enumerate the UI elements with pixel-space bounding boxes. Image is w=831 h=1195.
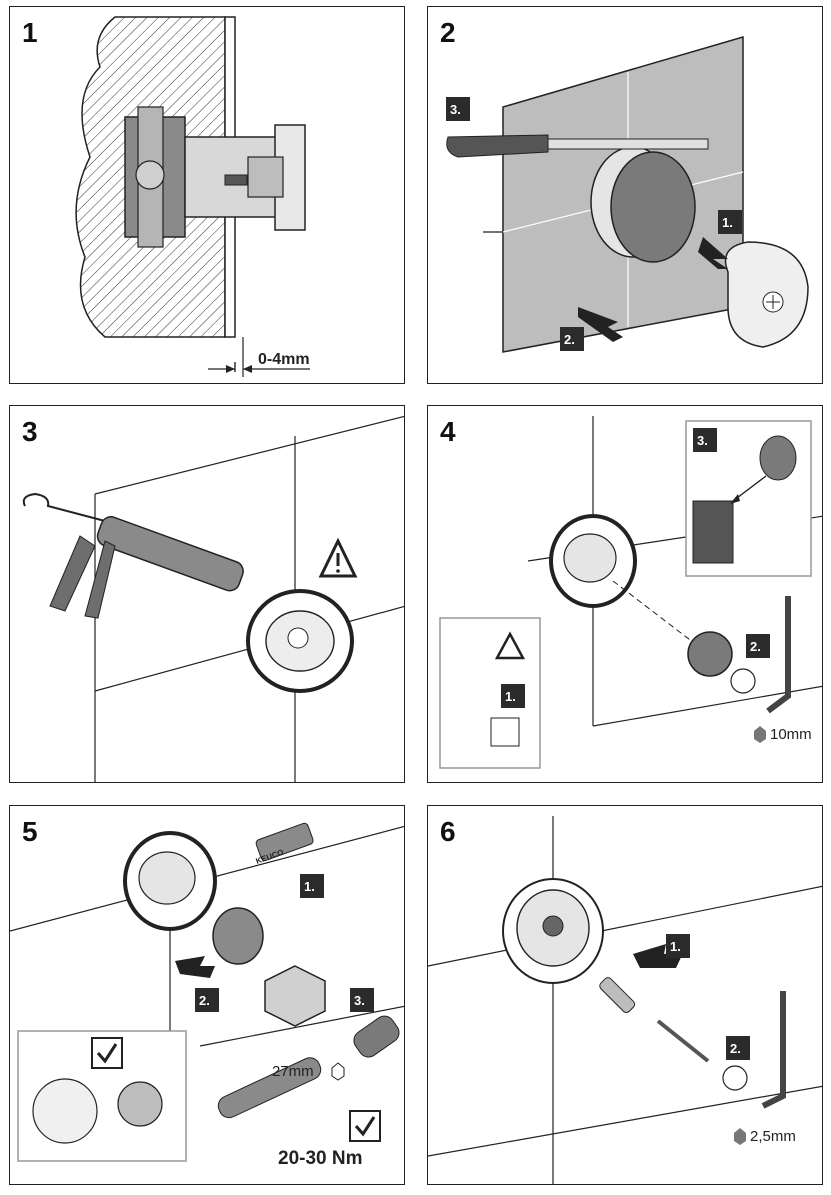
gap-label: 0-4mm [258, 351, 310, 368]
torque-wrench [217, 1057, 322, 1119]
hex-key [761, 991, 786, 1109]
hex-icon [734, 1128, 746, 1145]
hex-key [766, 596, 791, 714]
panel-4: 4 2. 1. 3. 10mm [427, 405, 823, 783]
step-label: 3. [354, 993, 365, 1008]
step-label: 2. [750, 639, 761, 654]
hex-size-label: 2,5mm [750, 1128, 796, 1145]
hex-icon [331, 1062, 345, 1081]
check-icon [91, 1037, 123, 1069]
installation-diagram: 2. 1. 3. 10mm [439, 416, 822, 769]
panel-number: 2 [440, 17, 456, 48]
trash-bin-icon [692, 500, 734, 564]
step-label: 1. [505, 689, 516, 704]
installation-diagram: 0-4mm [75, 16, 310, 377]
plug [687, 631, 733, 677]
installation-diagram: KEUCO 1. 2. 3. 27mm 20-30 Nm [10, 822, 404, 1169]
torque-label: 20-30 Nm [278, 1148, 363, 1169]
panel-number: 3 [22, 416, 38, 447]
cartridge [212, 907, 264, 965]
hex-size-label: 10mm [770, 726, 812, 743]
panel-6: 6 1. 2. 2,5mm [427, 805, 823, 1185]
panel-5: 5 KEUCO 1. 2. 3. 27mm 20-30 Nm [9, 805, 405, 1185]
installation-diagram: 1. 2. 3. [446, 36, 809, 353]
step-label: 1. [304, 879, 315, 894]
grub-screw [656, 1019, 710, 1063]
step-label: 2. [730, 1041, 741, 1056]
hex-nut [264, 965, 326, 1027]
step-label: 1. [722, 215, 733, 230]
step-label: 2. [564, 332, 575, 347]
grease-tube [255, 822, 314, 862]
no-water-icon [490, 717, 520, 747]
step-label: 1. [670, 939, 681, 954]
panel-1: 1 0-4mm [9, 6, 405, 384]
saw-handle [446, 134, 549, 158]
panel-number: 6 [440, 816, 456, 847]
step-label: 3. [450, 102, 461, 117]
installation-diagram: 1. 2. 2,5mm [428, 816, 822, 1184]
extension-spindle [599, 977, 636, 1014]
panel-3: 3 [9, 405, 405, 783]
saw-blade [547, 138, 709, 150]
socket-wrench [353, 1015, 400, 1058]
check-icon [349, 1110, 381, 1142]
panel-number: 5 [22, 816, 38, 847]
hex-icon [754, 726, 766, 743]
step-label: 3. [697, 433, 708, 448]
panel-2: 2 1. 2. 3. [427, 6, 823, 384]
caulk-gun [96, 516, 244, 592]
panel-number: 1 [22, 17, 38, 48]
step-label: 2. [199, 993, 210, 1008]
hex-size-label: 27mm [272, 1063, 314, 1080]
installation-diagram [22, 415, 404, 782]
warning-icon [494, 631, 526, 660]
panel-number: 4 [440, 416, 456, 447]
